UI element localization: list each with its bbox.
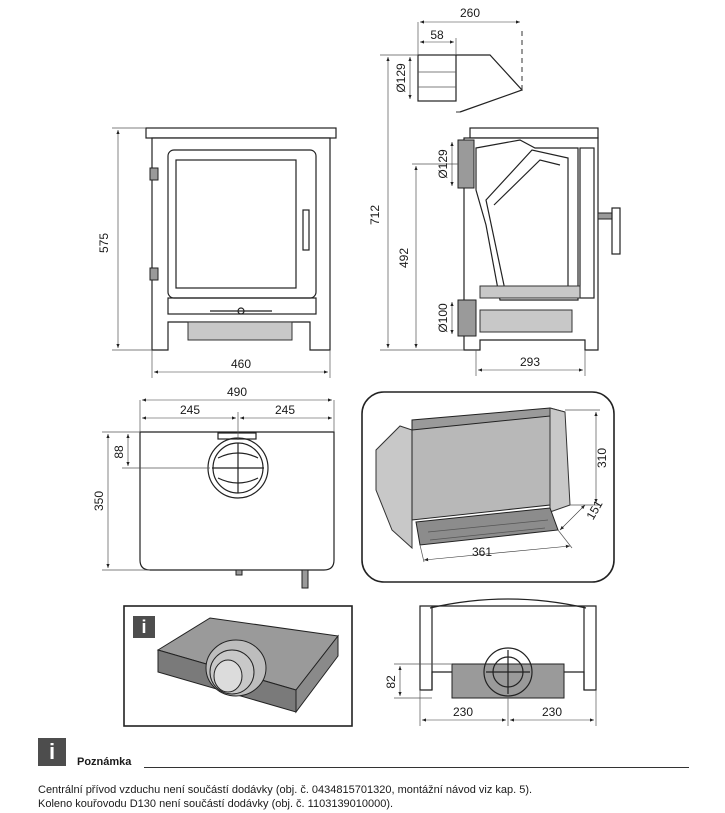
dim-top-width: 490 [227,385,247,399]
baffle [493,159,561,206]
note-line-2: Koleno kouřovodu D130 není součástí dodá… [38,798,394,810]
front-glass [175,159,297,289]
firebox-outer [475,139,579,301]
firebox-back-panel [411,415,551,521]
adapter-detail [123,605,353,727]
hinge-top [149,167,159,181]
top-view: 490 245 245 88 350 [92,385,335,589]
firebox-left-wall [375,425,413,550]
note-divider [144,767,689,768]
front-top-plate [145,127,337,139]
note-info-icon: i [38,738,66,766]
side-top-plate [469,127,599,139]
front-view: 575 460 [97,127,337,378]
top-flue-tab [217,432,257,440]
dim-top-depth: 350 [92,491,106,511]
dim-side-total-height: 712 [368,205,382,225]
hinge-bottom [149,267,159,281]
side-door-frame [579,147,595,299]
side-view: 260 58 Ø129 712 492 Ø129 [368,6,621,376]
dim-front-width: 460 [231,357,251,371]
front-body [151,137,331,351]
dim-top-flue-offset: 88 [112,445,126,459]
firebox-detail: 310 151 361 [361,391,615,583]
dim-base-height: 82 [384,675,398,689]
dim-base-half-right: 230 [542,705,562,719]
dim-side-flue-offset: 58 [430,28,444,42]
dim-firebox-height: 310 [595,448,609,468]
dim-side-top-depth: 260 [460,6,480,20]
dim-top-half-right: 245 [275,403,295,417]
grate [479,285,581,299]
note-line-1: Centrální přívod vzduchu není součástí d… [38,784,533,796]
air-inlet [457,299,477,337]
base-view: 82 230 230 [384,598,597,726]
dim-side-flue-diameter-rear: Ø129 [436,149,450,179]
top-plate [139,431,335,571]
info-icon: i [133,616,155,638]
rear-flue [457,139,475,189]
side-handle-arm [597,212,613,220]
dim-side-bottom-depth: 293 [520,355,540,369]
dim-top-half-left: 245 [180,403,200,417]
top-handle [301,569,309,589]
door-handle [302,209,310,251]
dim-side-flue-diameter-top: Ø129 [394,63,408,93]
base-top-curve [429,598,587,609]
dim-side-air-inlet-diameter: Ø100 [436,303,450,333]
adapter-plate-side [295,634,339,714]
ash-pan-knob [237,307,245,315]
dim-firebox-width: 361 [472,545,492,559]
firebox-inner [485,149,569,291]
dim-base-half-left: 230 [453,705,473,719]
dim-front-height: 575 [97,233,111,253]
top-knob [235,569,243,576]
flue-pipe-vertical [417,54,457,102]
air-slot [187,321,293,341]
flue-elbow [456,54,524,113]
side-handle-grip [611,207,621,255]
ash-pan-side [479,309,573,333]
dim-side-rear-flue-height: 492 [397,248,411,268]
note-title: Poznámka [77,756,132,768]
